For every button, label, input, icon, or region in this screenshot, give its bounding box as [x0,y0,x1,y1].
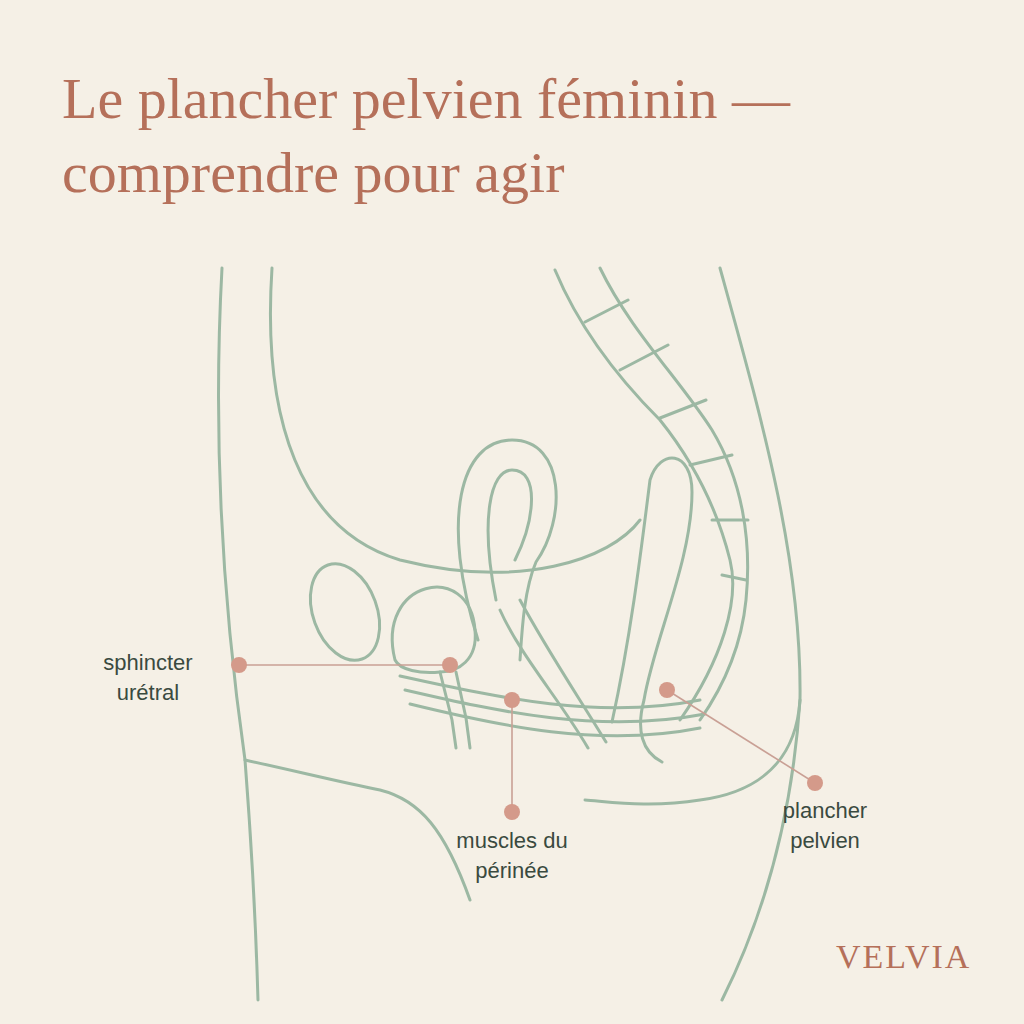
pubic-bone [298,554,392,670]
part-label: muscles du périnée [446,826,578,886]
bladder [392,587,475,672]
rectum [612,458,692,762]
abdominal-wall [270,268,640,572]
leader-dot [231,657,247,673]
part-label: sphincter urétral [80,648,216,708]
uterus-inner [488,470,531,600]
leader-line [239,664,450,666]
leader-dot [504,692,520,708]
leader-dot [807,775,823,791]
perineum-outline [245,760,470,900]
thigh-outline [722,700,800,1000]
sacrum-back [600,268,748,720]
leader-line [511,700,513,812]
leader-line [667,690,815,783]
leader-dot [659,682,675,698]
leader-dot [442,657,458,673]
body-outline [219,268,258,1000]
leader-dot [504,804,520,820]
buttock-outline [585,268,800,804]
brand-logo: VELVIA [836,938,971,976]
urethra [440,672,470,748]
pelvic-floor-band [400,676,705,736]
part-label: plancher pelvien [752,796,898,856]
diagram-title: Le plancher pelvien féminin — comprendre… [62,62,962,210]
vertebra-lines [585,300,748,580]
